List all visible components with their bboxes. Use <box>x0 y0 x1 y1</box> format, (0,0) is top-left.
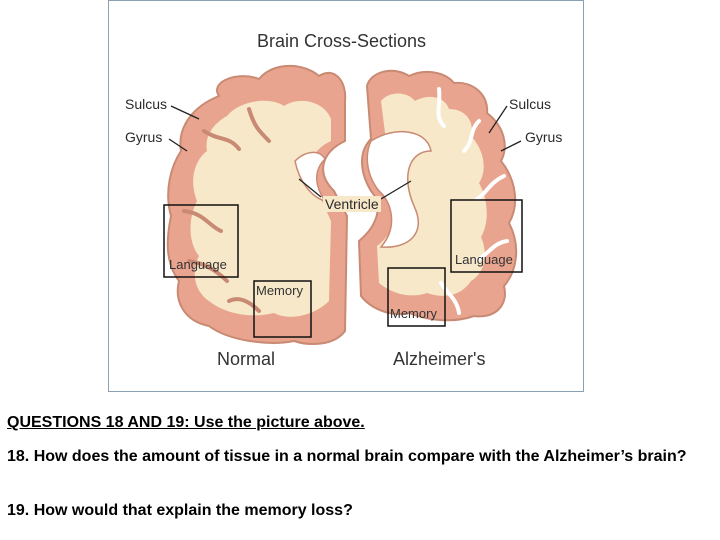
memory-label-alzheimers: Memory <box>390 306 437 321</box>
alzheimers-ventricle <box>366 130 432 248</box>
brain-illustration <box>163 64 523 345</box>
normal-ventricle <box>294 151 327 203</box>
gyrus-label-right: Gyrus <box>525 129 563 145</box>
question-19: 19. How would that explain the memory lo… <box>7 502 353 519</box>
sulcus-left-pointer <box>170 105 200 120</box>
ventricle-label: Ventricle <box>323 196 381 212</box>
gyrus-left-pointer <box>168 138 188 152</box>
language-box-normal <box>163 204 239 278</box>
gyrus-right-pointer <box>500 140 522 152</box>
alzheimers-brain-section <box>357 69 518 322</box>
memory-label-normal: Memory <box>256 283 303 298</box>
normal-brain-section <box>166 64 349 345</box>
questions-heading: QUESTIONS 18 AND 19: Use the picture abo… <box>7 414 365 431</box>
ventricle-right-pointer <box>380 180 412 200</box>
memory-box-alzheimers <box>387 267 446 327</box>
memory-box-normal <box>253 280 312 338</box>
pointer-lines <box>168 105 522 200</box>
normal-caption: Normal <box>217 349 276 369</box>
ventricle-left-pointer <box>298 178 322 198</box>
language-box-alzheimers <box>450 199 523 273</box>
figure-title: Brain Cross-Sections <box>257 31 427 51</box>
language-label-alzheimers: Language <box>455 252 513 267</box>
sulcus-label-left: Sulcus <box>125 96 168 112</box>
gyrus-label-left: Gyrus <box>125 129 163 145</box>
brain-cross-sections-figure: Brain Cross-Sections Sulcus Gyrus Sulcus… <box>108 0 584 392</box>
normal-sulci <box>182 107 271 313</box>
question-18: 18. How does the amount of tissue in a n… <box>7 448 687 465</box>
language-label-normal: Language <box>169 257 227 272</box>
region-boxes <box>163 199 523 338</box>
sulcus-label-right: Sulcus <box>509 96 552 112</box>
sulcus-right-pointer <box>488 105 508 134</box>
alzheimers-caption: Alzheimer's <box>393 349 486 369</box>
alzheimers-sulci <box>436 87 509 315</box>
normal-white-matter <box>190 100 331 317</box>
